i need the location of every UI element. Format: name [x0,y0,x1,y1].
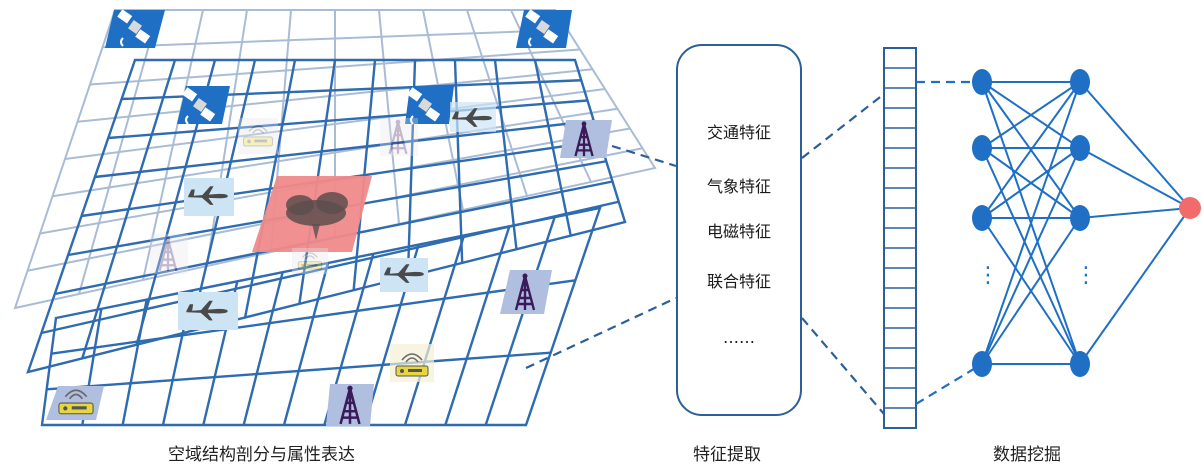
caption-feature-extraction: 特征提取 [693,445,761,465]
radar-station-icon [150,234,188,274]
nn-node [1070,205,1090,231]
nn-edge [1079,147,1191,209]
feature-electromagnetic: 电磁特征 [706,222,771,241]
nn-node [1070,351,1090,377]
feature-traffic: 交通特征 [706,123,771,142]
nn-node [972,69,992,95]
airplane-icon [450,102,496,132]
neural-network: ⋮ ⋮ [972,69,1201,377]
hidden-ellipsis-right: ⋮ [1075,263,1097,288]
feature-weather: 气象特征 [706,177,771,196]
hidden-ellipsis-left: ⋮ [977,263,999,288]
feature-list-box: 交通特征 气象特征 电磁特征 联合特征 …… [676,44,802,416]
radio-tower-icon [238,118,278,154]
nn-edge [981,81,1081,365]
nn-node [972,135,992,161]
nn-edge [981,81,1081,219]
satellite-icon [405,86,454,125]
storm-cloud-icon [286,192,348,240]
nn-node [1070,69,1090,95]
nn-node [972,205,992,231]
caption-data-mining: 数据挖掘 [993,445,1061,465]
satellite-icon [105,8,165,48]
radar-station-icon [326,384,374,426]
feature-joint: 联合特征 [706,272,771,291]
feature-vector [883,47,917,429]
radar-station-icon [560,120,612,158]
nn-edge [1079,207,1191,365]
weather-cell [252,176,372,252]
airplane-icon [380,258,428,292]
bottom-grid-layer [40,206,602,427]
grid-to-feature-connectors [525,144,677,369]
nn-node [972,351,992,377]
nn-edge [981,147,1081,219]
nn-edge [981,147,1081,365]
feature-ellipsis: …… [723,328,755,347]
radar-station-icon [380,118,418,156]
nn-edge [1079,207,1191,219]
satellite-icon [516,8,572,48]
radio-tower-icon [390,344,434,382]
nn-edge [1079,81,1191,209]
nn-edge [981,81,1081,149]
vector-to-network-connectors [915,80,983,405]
caption-airspace-partition: 空域结构剖分与属性表达 [168,445,355,465]
radio-tower-icon [292,248,328,274]
satellite-icon [177,86,230,125]
radio-tower-icon [46,386,104,420]
output-node [1179,197,1201,219]
airplane-icon [184,178,234,216]
radar-station-icon [500,270,552,314]
nn-edge [981,217,1081,365]
nn-node [1070,135,1090,161]
feature-to-vector-connectors [801,93,885,415]
airplane-icon [178,292,238,330]
